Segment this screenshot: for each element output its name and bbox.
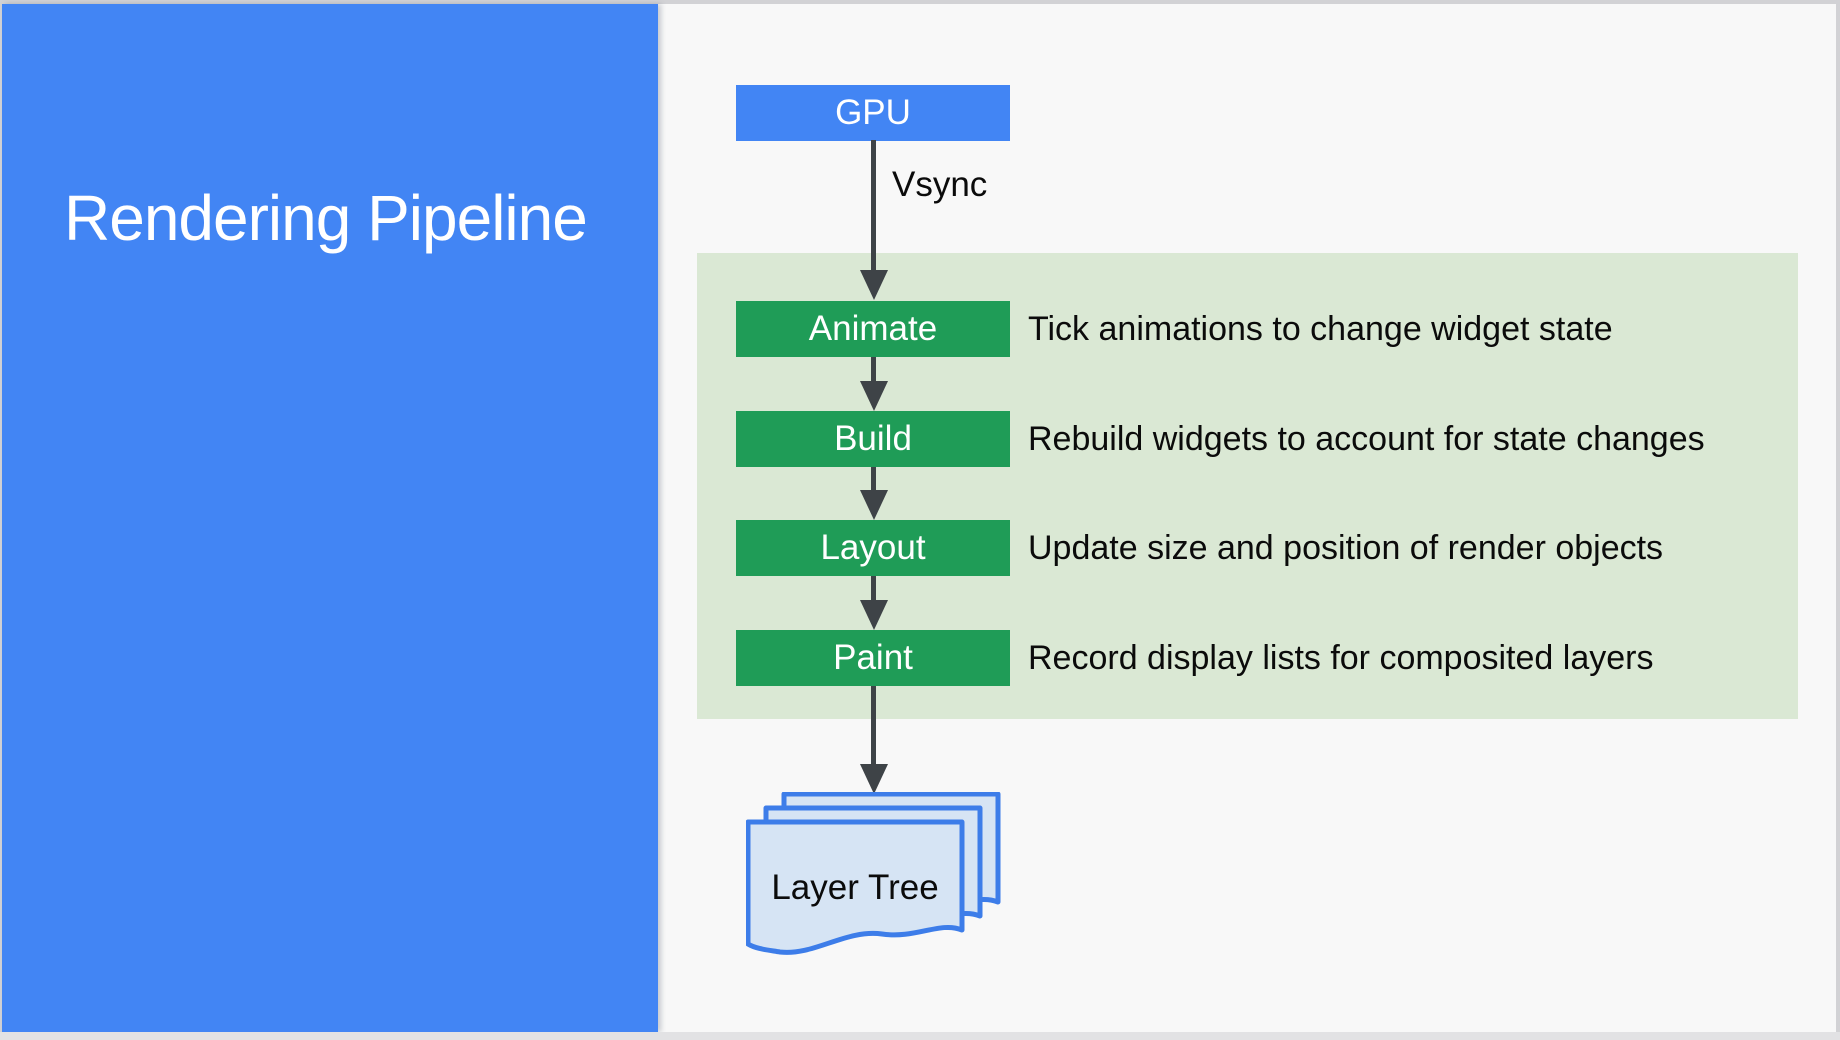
title-panel: Rendering Pipeline <box>2 4 658 1032</box>
arrow-build-to-layout <box>871 466 876 490</box>
window-border-bottom <box>0 1032 1840 1040</box>
gpu-node: GPU <box>736 85 1010 141</box>
arrow-animate-to-build <box>871 357 876 381</box>
arrow-layout-to-paint <box>871 576 876 600</box>
arrow-gpu-to-animate <box>871 140 876 270</box>
stage-node-build: Build <box>736 411 1010 467</box>
window-border-right <box>1836 0 1840 1040</box>
stage-node-layout: Layout <box>736 520 1010 576</box>
layer-tree-label: Layer Tree <box>771 868 939 907</box>
window-border-top <box>0 0 1840 4</box>
page-title: Rendering Pipeline <box>64 182 588 254</box>
stage-node-animate: Animate <box>736 301 1010 357</box>
stage-description-animate: Tick animations to change widget state <box>1028 310 1613 348</box>
stage-description-layout: Update size and position of render objec… <box>1028 529 1664 567</box>
stage-node-paint: Paint <box>736 630 1010 686</box>
stage-description-paint: Record display lists for composited laye… <box>1028 639 1654 677</box>
vsync-edge-label: Vsync <box>892 165 988 204</box>
window-border-left <box>0 0 2 1040</box>
stage-description-build: Rebuild widgets to account for state cha… <box>1028 420 1705 458</box>
layer-tree-pages-icon <box>746 792 1001 955</box>
arrow-paint-to-layer-tree <box>871 685 876 764</box>
